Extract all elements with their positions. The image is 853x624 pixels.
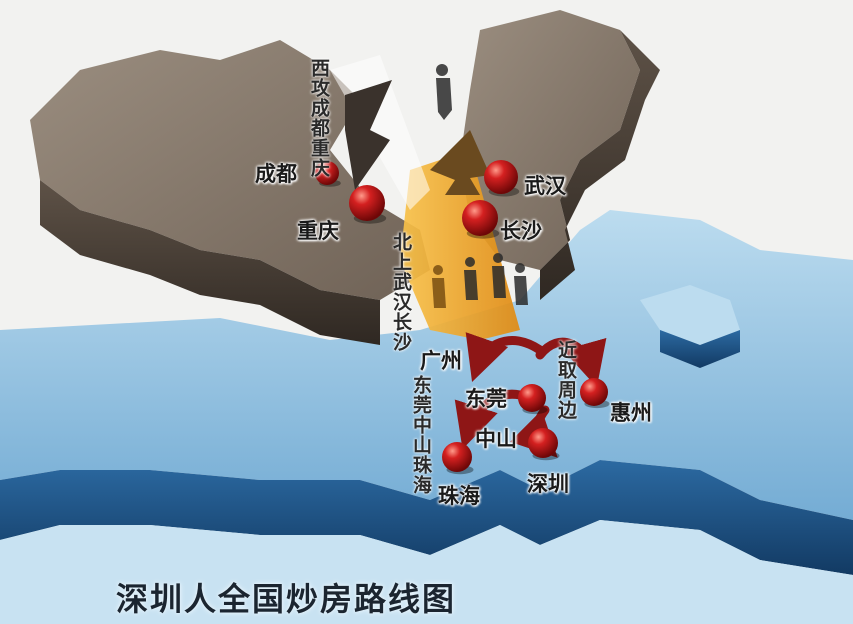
west-landmass-top (30, 40, 430, 300)
east-coast-wall (660, 330, 740, 368)
city-label-wuhan: 武汉 (524, 174, 566, 198)
central-landmass-top (460, 10, 640, 270)
city-label-huizhou: 惠州 (610, 401, 652, 425)
pin-dongguan (518, 384, 546, 412)
people-silhouettes (432, 64, 528, 308)
north-route-beam (400, 150, 520, 340)
pin-zhuhai (442, 442, 472, 472)
route-label-pearl: 东莞中山珠海 (410, 375, 432, 495)
west-landmass-wall (40, 180, 380, 345)
pin-chongqing (349, 185, 385, 221)
pin-shenzhen (528, 428, 558, 458)
city-label-dongguan: 东莞 (465, 387, 507, 411)
pin-chengdu (315, 161, 339, 185)
city-label-zhongshan: 中山 (475, 427, 517, 451)
city-label-zhuhai: 珠海 (438, 484, 480, 508)
map-title: 深圳人全国炒房路线图 (116, 580, 457, 618)
west-route-arrow (345, 80, 392, 190)
route-label-west: 西攻成都重庆 (308, 58, 330, 178)
city-label-chongqing: 重庆 (297, 219, 339, 243)
pin-wuhan (484, 160, 518, 194)
city-label-shenzhen: 深圳 (527, 472, 569, 496)
north-route-arrow (430, 130, 490, 195)
central-landmass-wall (540, 30, 660, 300)
east-coast-top (640, 285, 740, 345)
city-label-changsha: 长沙 (500, 219, 542, 243)
south-region-wall (0, 460, 853, 575)
route-label-north: 北上武汉长沙 (390, 232, 412, 352)
city-label-chengdu: 成都 (255, 162, 297, 186)
south-region-top (0, 210, 853, 520)
pin-huizhou (580, 378, 608, 406)
city-label-guangzhou: 广州 (420, 349, 462, 373)
route-label-near: 近取周边 (555, 340, 577, 420)
pin-changsha (462, 200, 498, 236)
city-pins (315, 160, 610, 475)
lower-band (0, 520, 853, 624)
